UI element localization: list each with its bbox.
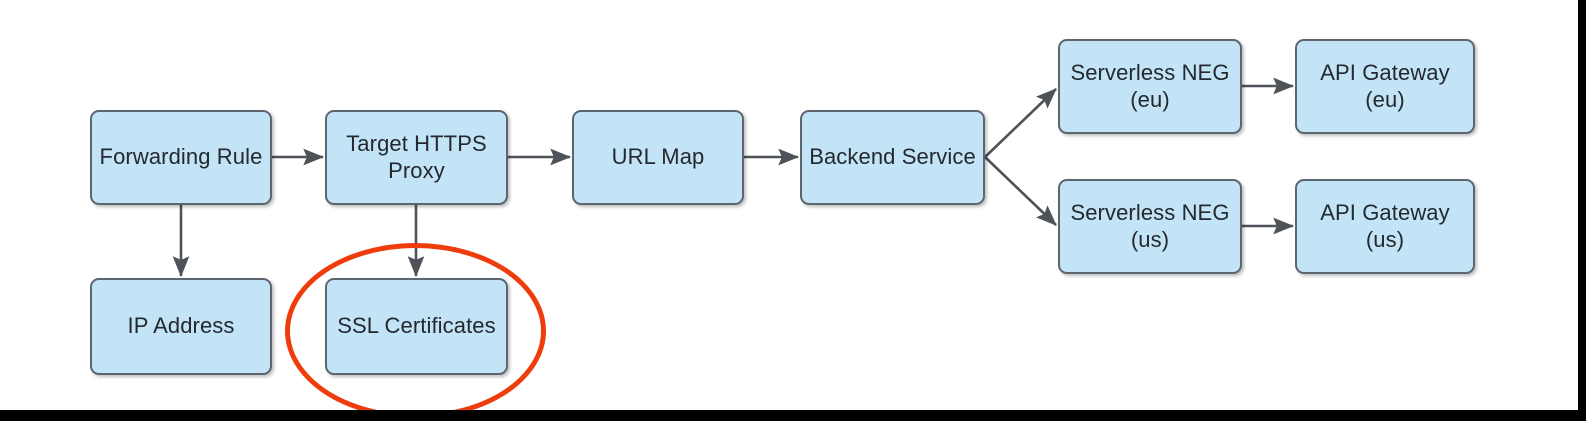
- node-target-https-proxy[interactable]: Target HTTPS Proxy: [325, 110, 508, 205]
- node-serverless-neg-us[interactable]: Serverless NEG (us): [1058, 179, 1242, 274]
- node-forwarding-rule[interactable]: Forwarding Rule: [90, 110, 272, 205]
- edge-backend-to-neg-us: [984, 156, 1057, 226]
- node-serverless-neg-eu[interactable]: Serverless NEG (eu): [1058, 39, 1242, 134]
- edge-backend-to-neg-eu: [984, 88, 1057, 158]
- frame-bottom-bar: [0, 410, 1586, 421]
- node-ssl-certificates[interactable]: SSL Certificates: [325, 278, 508, 375]
- frame-right-bar: [1578, 0, 1586, 421]
- node-api-gateway-us[interactable]: API Gateway (us): [1295, 179, 1475, 274]
- node-api-gateway-eu[interactable]: API Gateway (eu): [1295, 39, 1475, 134]
- node-ip-address[interactable]: IP Address: [90, 278, 272, 375]
- node-backend-service[interactable]: Backend Service: [800, 110, 985, 205]
- node-url-map[interactable]: URL Map: [572, 110, 744, 205]
